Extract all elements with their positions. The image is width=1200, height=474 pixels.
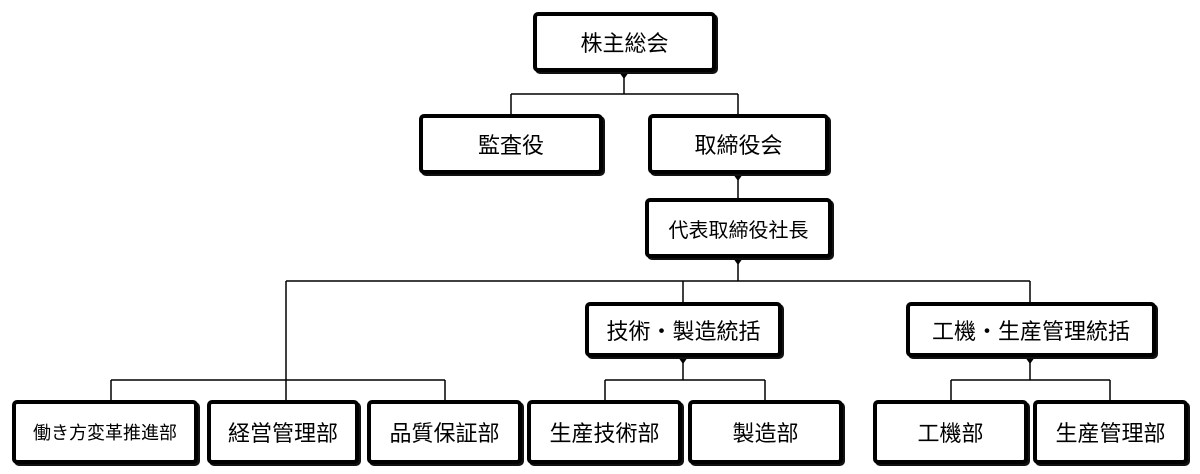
node-shareholders-meeting: 株主総会 <box>533 12 716 72</box>
node-manufacturing-dept: 製造部 <box>688 400 843 464</box>
node-management-admin-dept: 経営管理部 <box>207 400 359 464</box>
node-board-of-directors: 取締役会 <box>648 114 829 174</box>
node-production-control-dept: 生産管理部 <box>1033 400 1188 464</box>
node-tech-manufacturing-division: 技術・製造統括 <box>585 302 782 357</box>
connector-arrow-marker <box>678 357 688 364</box>
node-machinery-production-control-division: 工機・生産管理統括 <box>906 302 1156 357</box>
node-auditor: 監査役 <box>419 114 603 174</box>
node-production-engineering-dept: 生産技術部 <box>527 400 682 464</box>
node-president: 代表取締役社長 <box>645 198 832 258</box>
connector-arrow-marker <box>733 258 743 265</box>
connector-arrow-marker <box>1025 357 1035 364</box>
node-quality-assurance-dept: 品質保証部 <box>367 400 522 464</box>
connector-arrow-marker <box>619 72 629 79</box>
node-machinery-dept: 工機部 <box>873 400 1028 464</box>
node-work-style-reform-dept: 働き方変革推進部 <box>12 400 198 464</box>
connector-arrow-marker <box>733 174 743 181</box>
